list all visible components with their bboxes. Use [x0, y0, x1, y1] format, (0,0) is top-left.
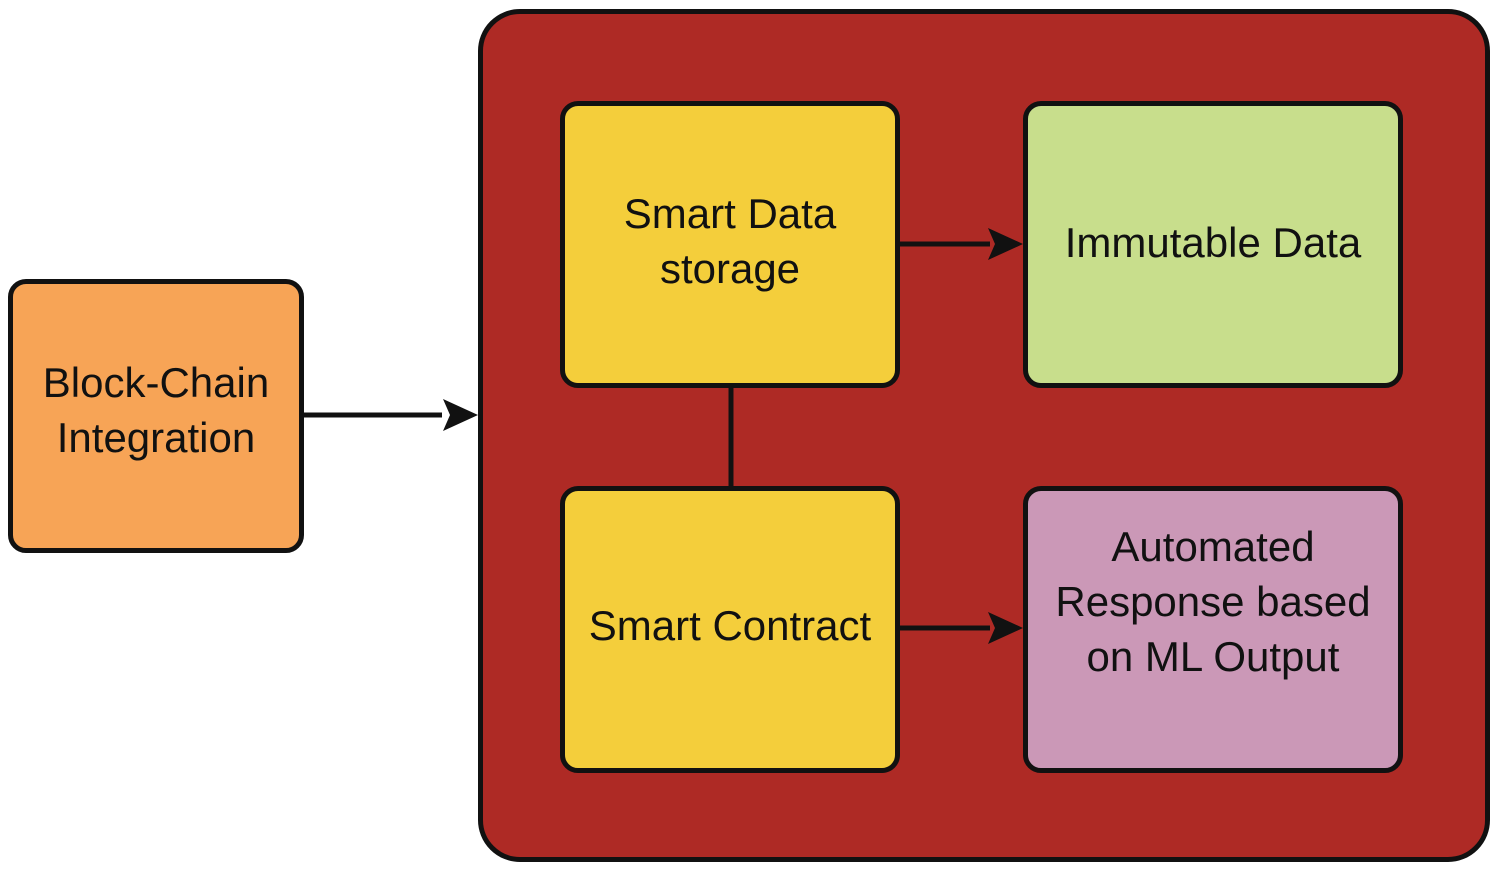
automated-response-label: Automated Response based on ML Output — [1055, 523, 1371, 680]
blockchain-integration-node: Block-Chain Integration — [8, 279, 304, 553]
automated-response-node: Automated Response based on ML Output — [1023, 486, 1403, 773]
smart-contract-label: Smart Contract — [588, 602, 872, 649]
smart-data-storage-label: Smart Data storage — [623, 189, 837, 292]
immutable-data-node: Immutable Data — [1023, 101, 1403, 388]
edge-blockchain-to-container — [304, 399, 478, 431]
smart-data-storage-node: Smart Data storage — [560, 101, 900, 388]
smart-contract-node: Smart Contract — [560, 486, 900, 773]
immutable-data-label: Immutable Data — [1064, 219, 1362, 266]
blockchain-integration-label: Block-Chain Integration — [42, 359, 270, 461]
